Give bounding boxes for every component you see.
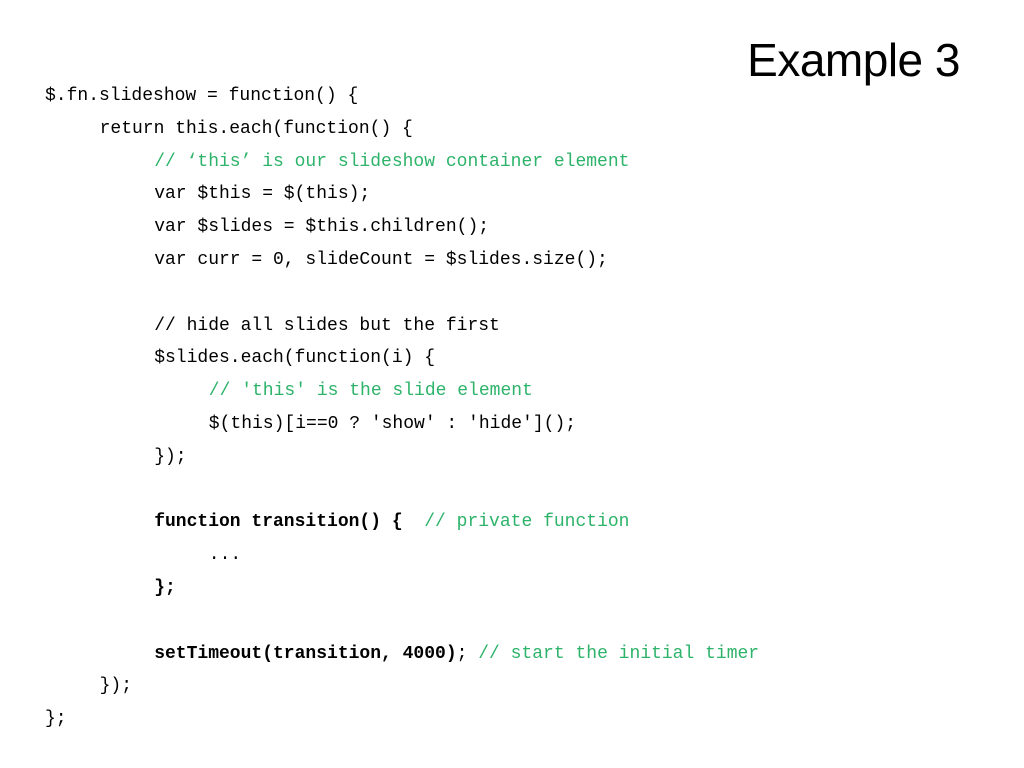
code-line: // hide all slides but the first xyxy=(45,310,1005,343)
code-line: $(this)[i==0 ? 'show' : 'hide'](); xyxy=(45,408,1005,441)
code-text: }; xyxy=(45,709,67,730)
code-text: $(this)[i==0 ? 'show' : 'hide'](); xyxy=(208,413,577,434)
code-line: // ‘this’ is our slideshow container ele… xyxy=(45,146,1005,179)
code-text: $slides.each(function(i) { xyxy=(154,348,436,369)
code-line: }; xyxy=(45,703,1005,736)
code-text xyxy=(403,512,425,532)
code-text: }); xyxy=(99,676,132,697)
code-text: ... xyxy=(208,545,242,566)
code-line: var $this = $(this); xyxy=(45,178,1005,211)
code-comment: // start the initial timer xyxy=(478,643,760,664)
code-text: setTimeout(transition, 4000) xyxy=(154,643,457,664)
code-line: function transition() { // private funct… xyxy=(45,506,1005,539)
code-line: }; xyxy=(45,572,1005,605)
code-text: $.fn.slideshow = function() { xyxy=(45,86,359,106)
code-line: $.fn.slideshow = function() { xyxy=(45,80,1005,113)
code-line: // 'this' is the slide element xyxy=(45,375,1005,408)
code-text: return this.each(function() { xyxy=(99,118,413,139)
code-line xyxy=(45,277,1005,310)
code-line: }); xyxy=(45,670,1005,703)
code-comment: // ‘this’ is our slideshow container ele… xyxy=(154,151,630,172)
code-line xyxy=(45,474,1005,507)
code-line: $slides.each(function(i) { xyxy=(45,342,1005,375)
code-comment: // 'this' is the slide element xyxy=(208,381,533,402)
code-block: $.fn.slideshow = function() { return this… xyxy=(45,80,1005,736)
code-text: var $slides = $this.children(); xyxy=(154,217,490,238)
code-text: }; xyxy=(154,577,176,598)
code-line: var curr = 0, slideCount = $slides.size(… xyxy=(45,244,1005,277)
code-line: var $slides = $this.children(); xyxy=(45,211,1005,244)
code-comment: // private function xyxy=(424,512,630,533)
code-line: setTimeout(transition, 4000); // start t… xyxy=(45,638,1005,671)
code-text: function transition() { xyxy=(154,512,403,533)
code-line: }); xyxy=(45,441,1005,474)
code-text: ; xyxy=(456,643,479,664)
slide-title: Example 3 xyxy=(747,34,960,86)
code-text: var curr = 0, slideCount = $slides.size(… xyxy=(154,249,608,270)
code-text: var $this = $(this); xyxy=(154,184,371,205)
code-line: ... xyxy=(45,539,1005,572)
code-text: }); xyxy=(154,446,187,467)
code-line: return this.each(function() { xyxy=(45,113,1005,146)
code-line xyxy=(45,605,1005,638)
code-text: // hide all slides but the first xyxy=(154,315,500,336)
